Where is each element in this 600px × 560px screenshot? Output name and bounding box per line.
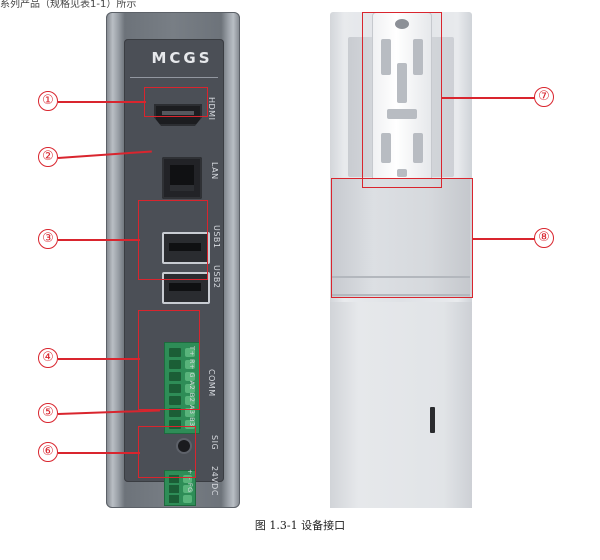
sig-label: SIG [210, 435, 219, 451]
back-middle-section [332, 178, 470, 298]
leader-3 [58, 239, 140, 241]
callout-6: ⑥ [38, 442, 58, 462]
usb2-port[interactable] [162, 272, 210, 304]
hdmi-label: HDMI [207, 97, 216, 121]
highlight-back-middle [331, 178, 473, 298]
highlight-comm [138, 310, 200, 410]
leader-7 [442, 97, 536, 99]
callout-2: ② [38, 147, 58, 167]
lan-label: LAN [210, 162, 219, 180]
sig-button[interactable] [178, 440, 190, 452]
lan-port[interactable] [162, 157, 202, 199]
callout-4: ④ [38, 348, 58, 368]
highlight-clip [362, 12, 442, 188]
callout-1: ① [38, 91, 58, 111]
hdmi-port[interactable] [154, 104, 202, 126]
power-pin-labels: + - FG [186, 469, 194, 493]
callout-5: ⑤ [38, 403, 58, 423]
usb2-label: USB2 [212, 265, 221, 289]
back-lower-panel [330, 302, 472, 508]
callout-8: ⑧ [534, 228, 554, 248]
callout-7: ⑦ [534, 87, 554, 107]
highlight-power [138, 426, 196, 478]
leader-4 [58, 358, 140, 360]
power-terminal-block[interactable] [164, 470, 196, 506]
leader-1 [58, 101, 146, 103]
comm-label: COMM [207, 369, 216, 397]
top-paragraph-fragment: 系列产品（规格见表1-1）所示 [0, 0, 137, 9]
din-rail-clip[interactable] [372, 12, 432, 184]
logo-divider [130, 77, 218, 78]
highlight-usb [138, 200, 208, 280]
leader-6 [58, 452, 140, 454]
device-back-view [330, 12, 472, 508]
callout-3: ③ [38, 229, 58, 249]
back-slot [430, 407, 435, 433]
usb1-port[interactable] [162, 232, 210, 264]
comm-terminal-block[interactable] [164, 342, 200, 434]
power-label: 24VDC [210, 466, 219, 496]
usb1-label: USB1 [212, 225, 221, 249]
figure-caption: 图 1.3-1 设备接口 [254, 519, 346, 532]
leader-8 [473, 238, 536, 240]
highlight-hdmi [144, 87, 208, 117]
comm-pin-labels: T+ R+ G A2 B2 A3 B3 [188, 346, 196, 427]
brand-logo: MCGS [151, 49, 213, 67]
